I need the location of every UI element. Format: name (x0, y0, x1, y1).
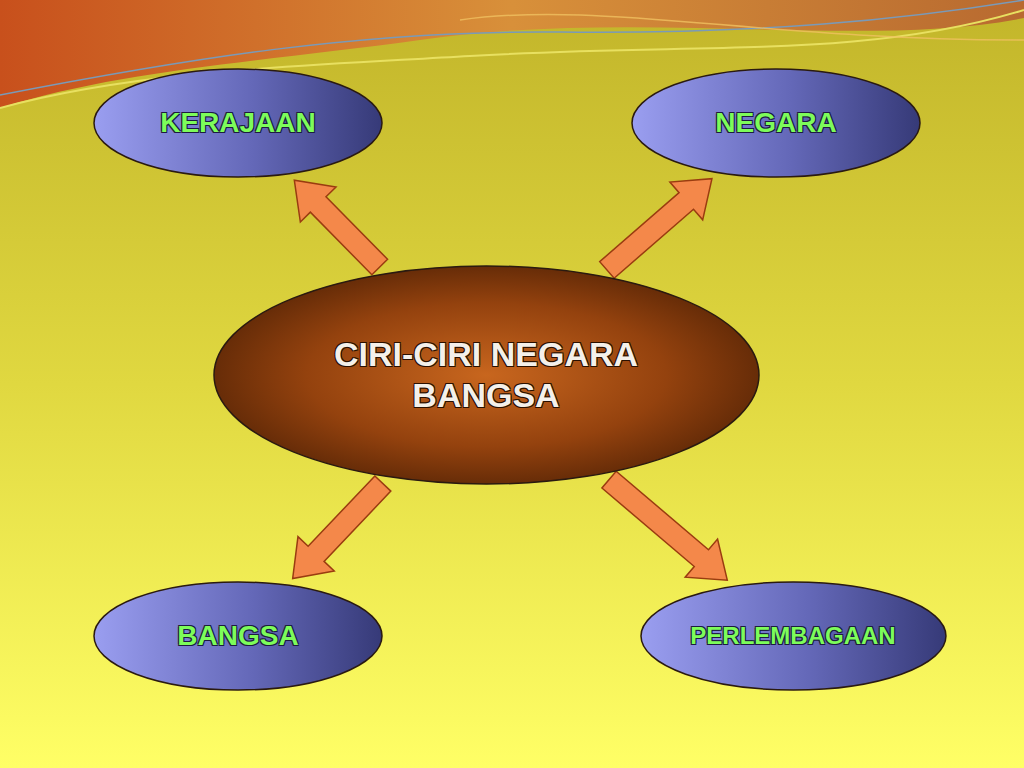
central-ellipse: CIRI-CIRI NEGARA BANGSA (213, 265, 760, 485)
ellipse (632, 69, 920, 177)
block-arrow (600, 179, 712, 279)
wave-line (460, 14, 1024, 40)
topic-ellipse: KERAJAAN (93, 68, 383, 178)
central-title: CIRI-CIRI NEGARA BANGSA (291, 334, 681, 416)
topic-ellipse: BANGSA (93, 581, 383, 691)
ellipse (94, 582, 382, 690)
topic-ellipse: PERLEMBAGAAN (640, 581, 947, 691)
ellipse (641, 582, 946, 690)
ellipse (214, 266, 759, 484)
topic-label: PERLEMBAGAAN (690, 622, 895, 651)
topic-label: NEGARA (715, 106, 836, 140)
ellipse-outline (213, 265, 760, 485)
topic-label: KERAJAAN (160, 106, 316, 140)
ellipse (94, 69, 382, 177)
block-arrow (294, 180, 387, 275)
topic-label: BANGSA (177, 619, 298, 653)
topic-ellipse: NEGARA (631, 68, 921, 178)
block-arrow (293, 476, 391, 578)
block-arrow (602, 471, 727, 580)
